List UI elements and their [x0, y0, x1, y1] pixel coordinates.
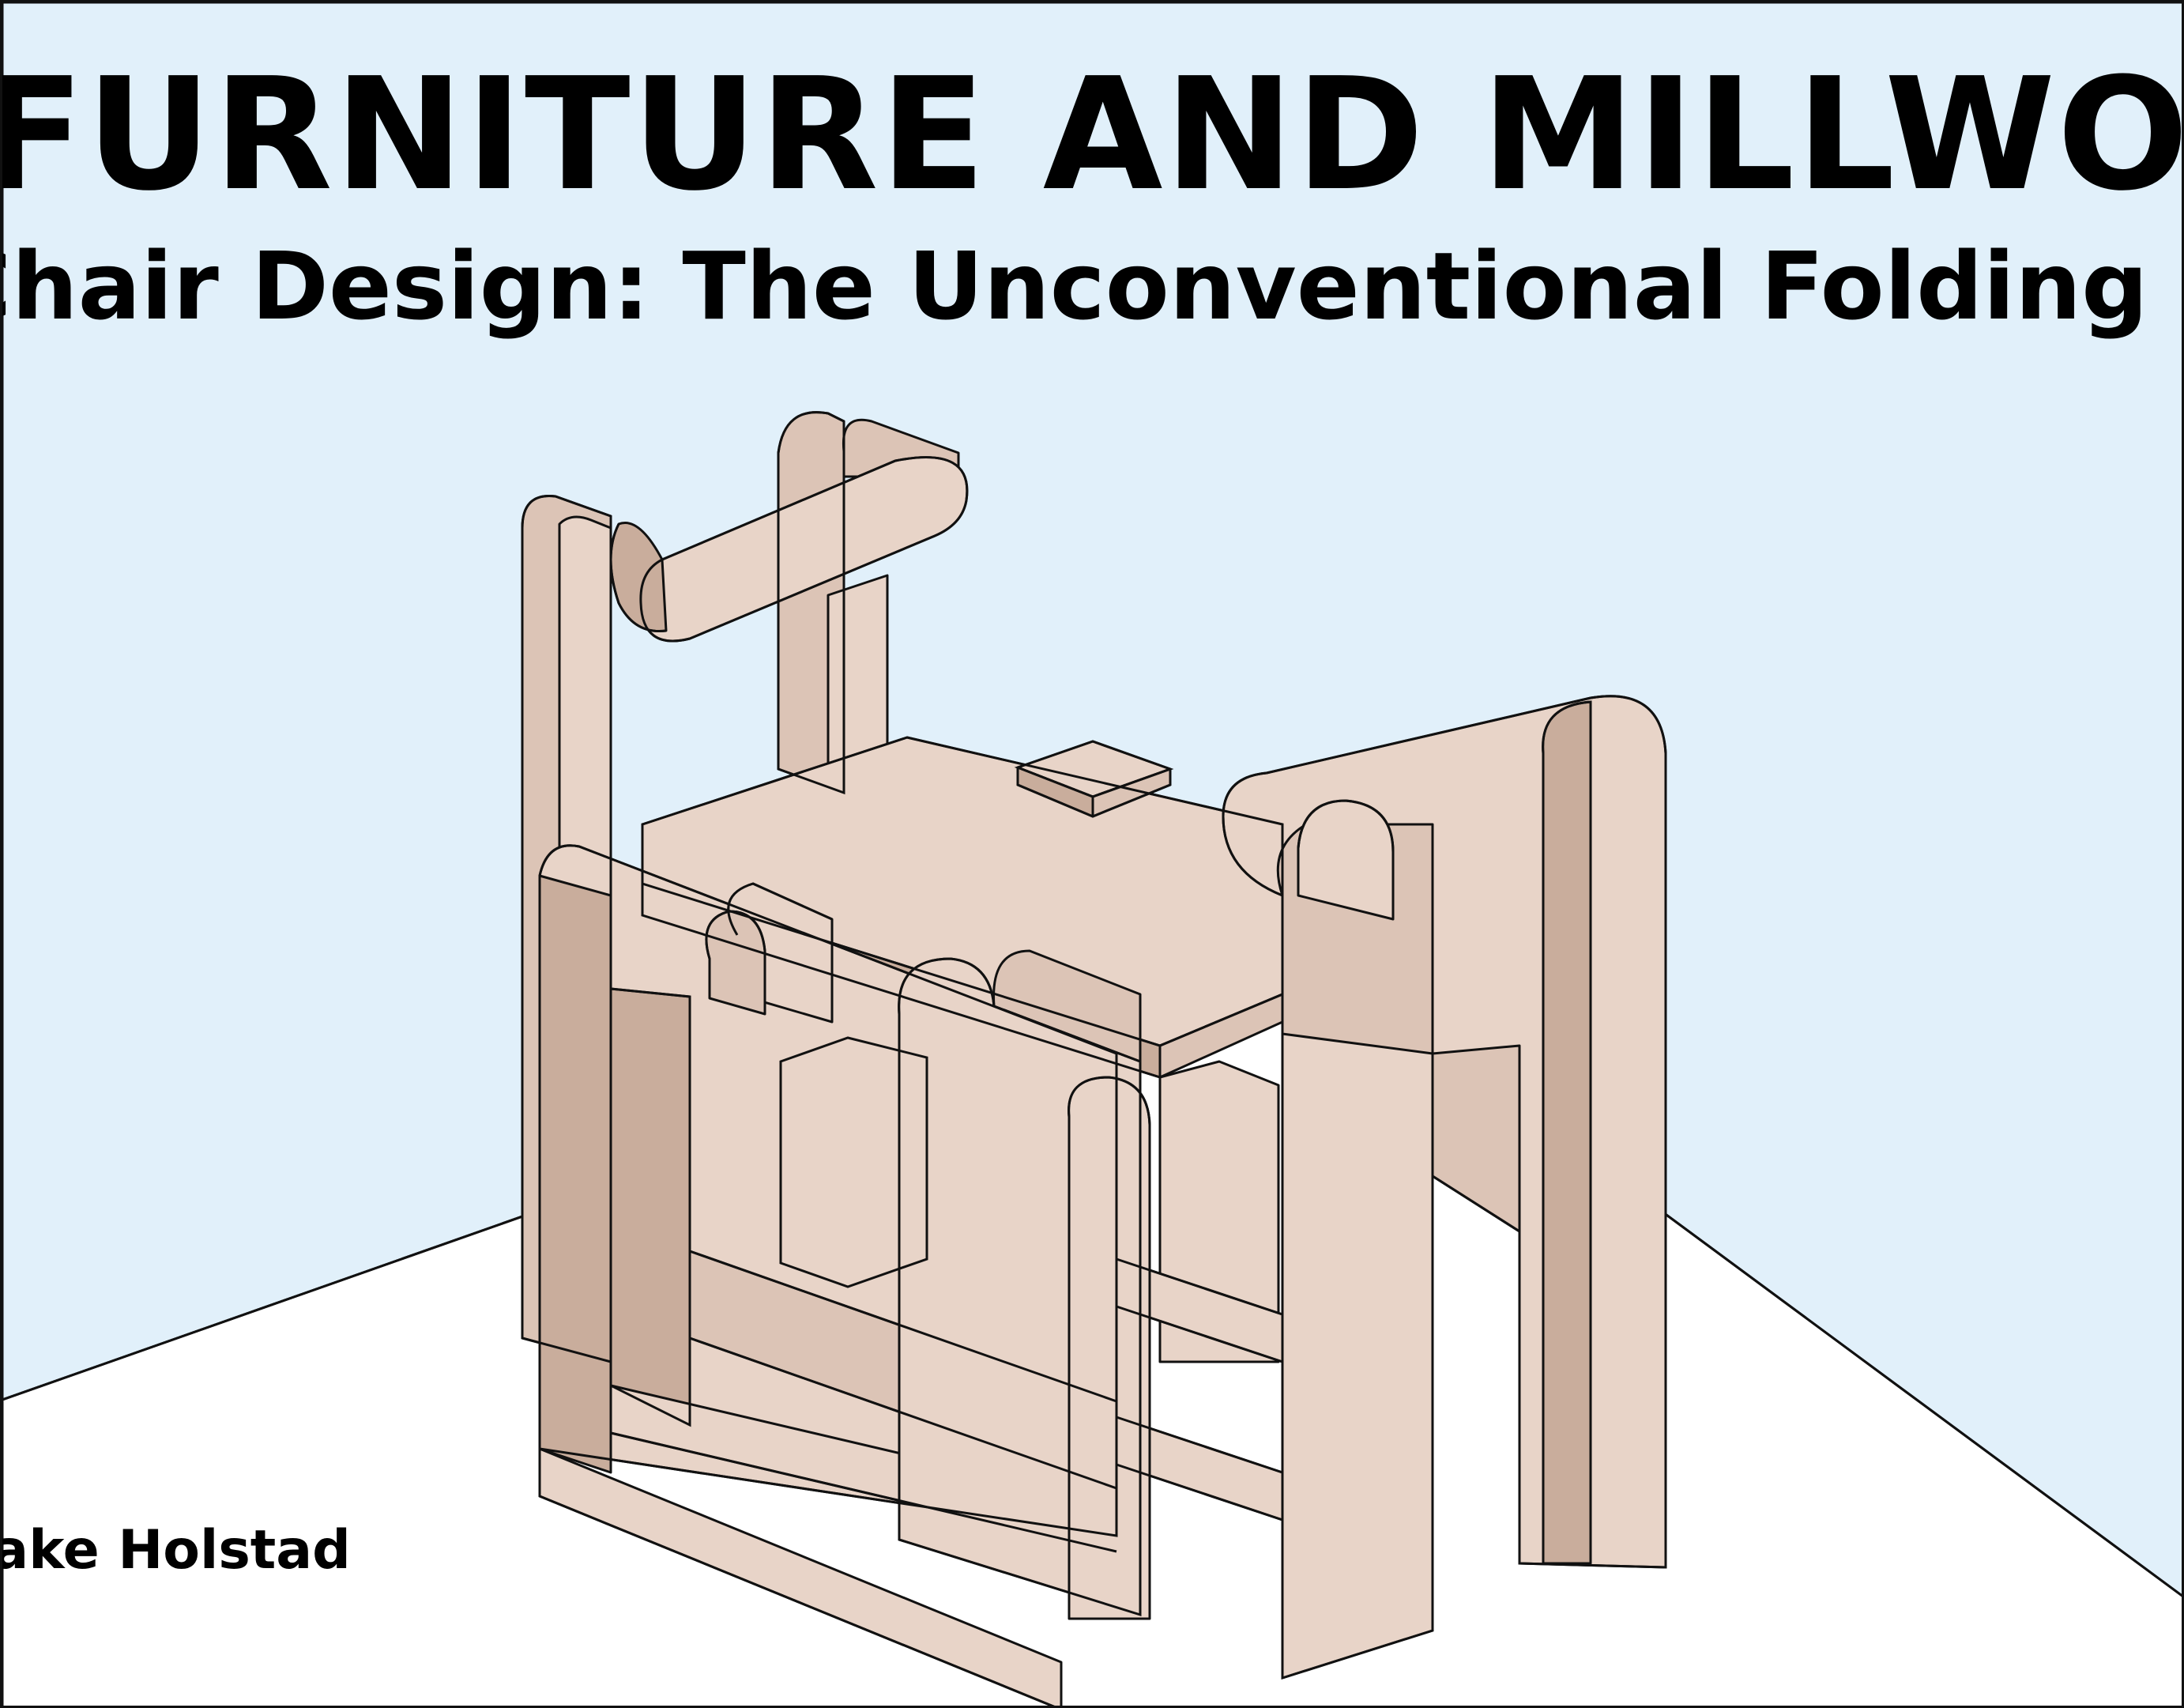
poster-title: FURNITURE AND MILLWORK — [0, 45, 2184, 225]
illustration-outlines — [521, 411, 1667, 1706]
front-right-leg-frame — [1222, 695, 1667, 1680]
poster-subtitle: Chair Design: The Unconventional Folding… — [2, 232, 2182, 341]
author-name: Jake Holstad — [0, 1519, 351, 1582]
